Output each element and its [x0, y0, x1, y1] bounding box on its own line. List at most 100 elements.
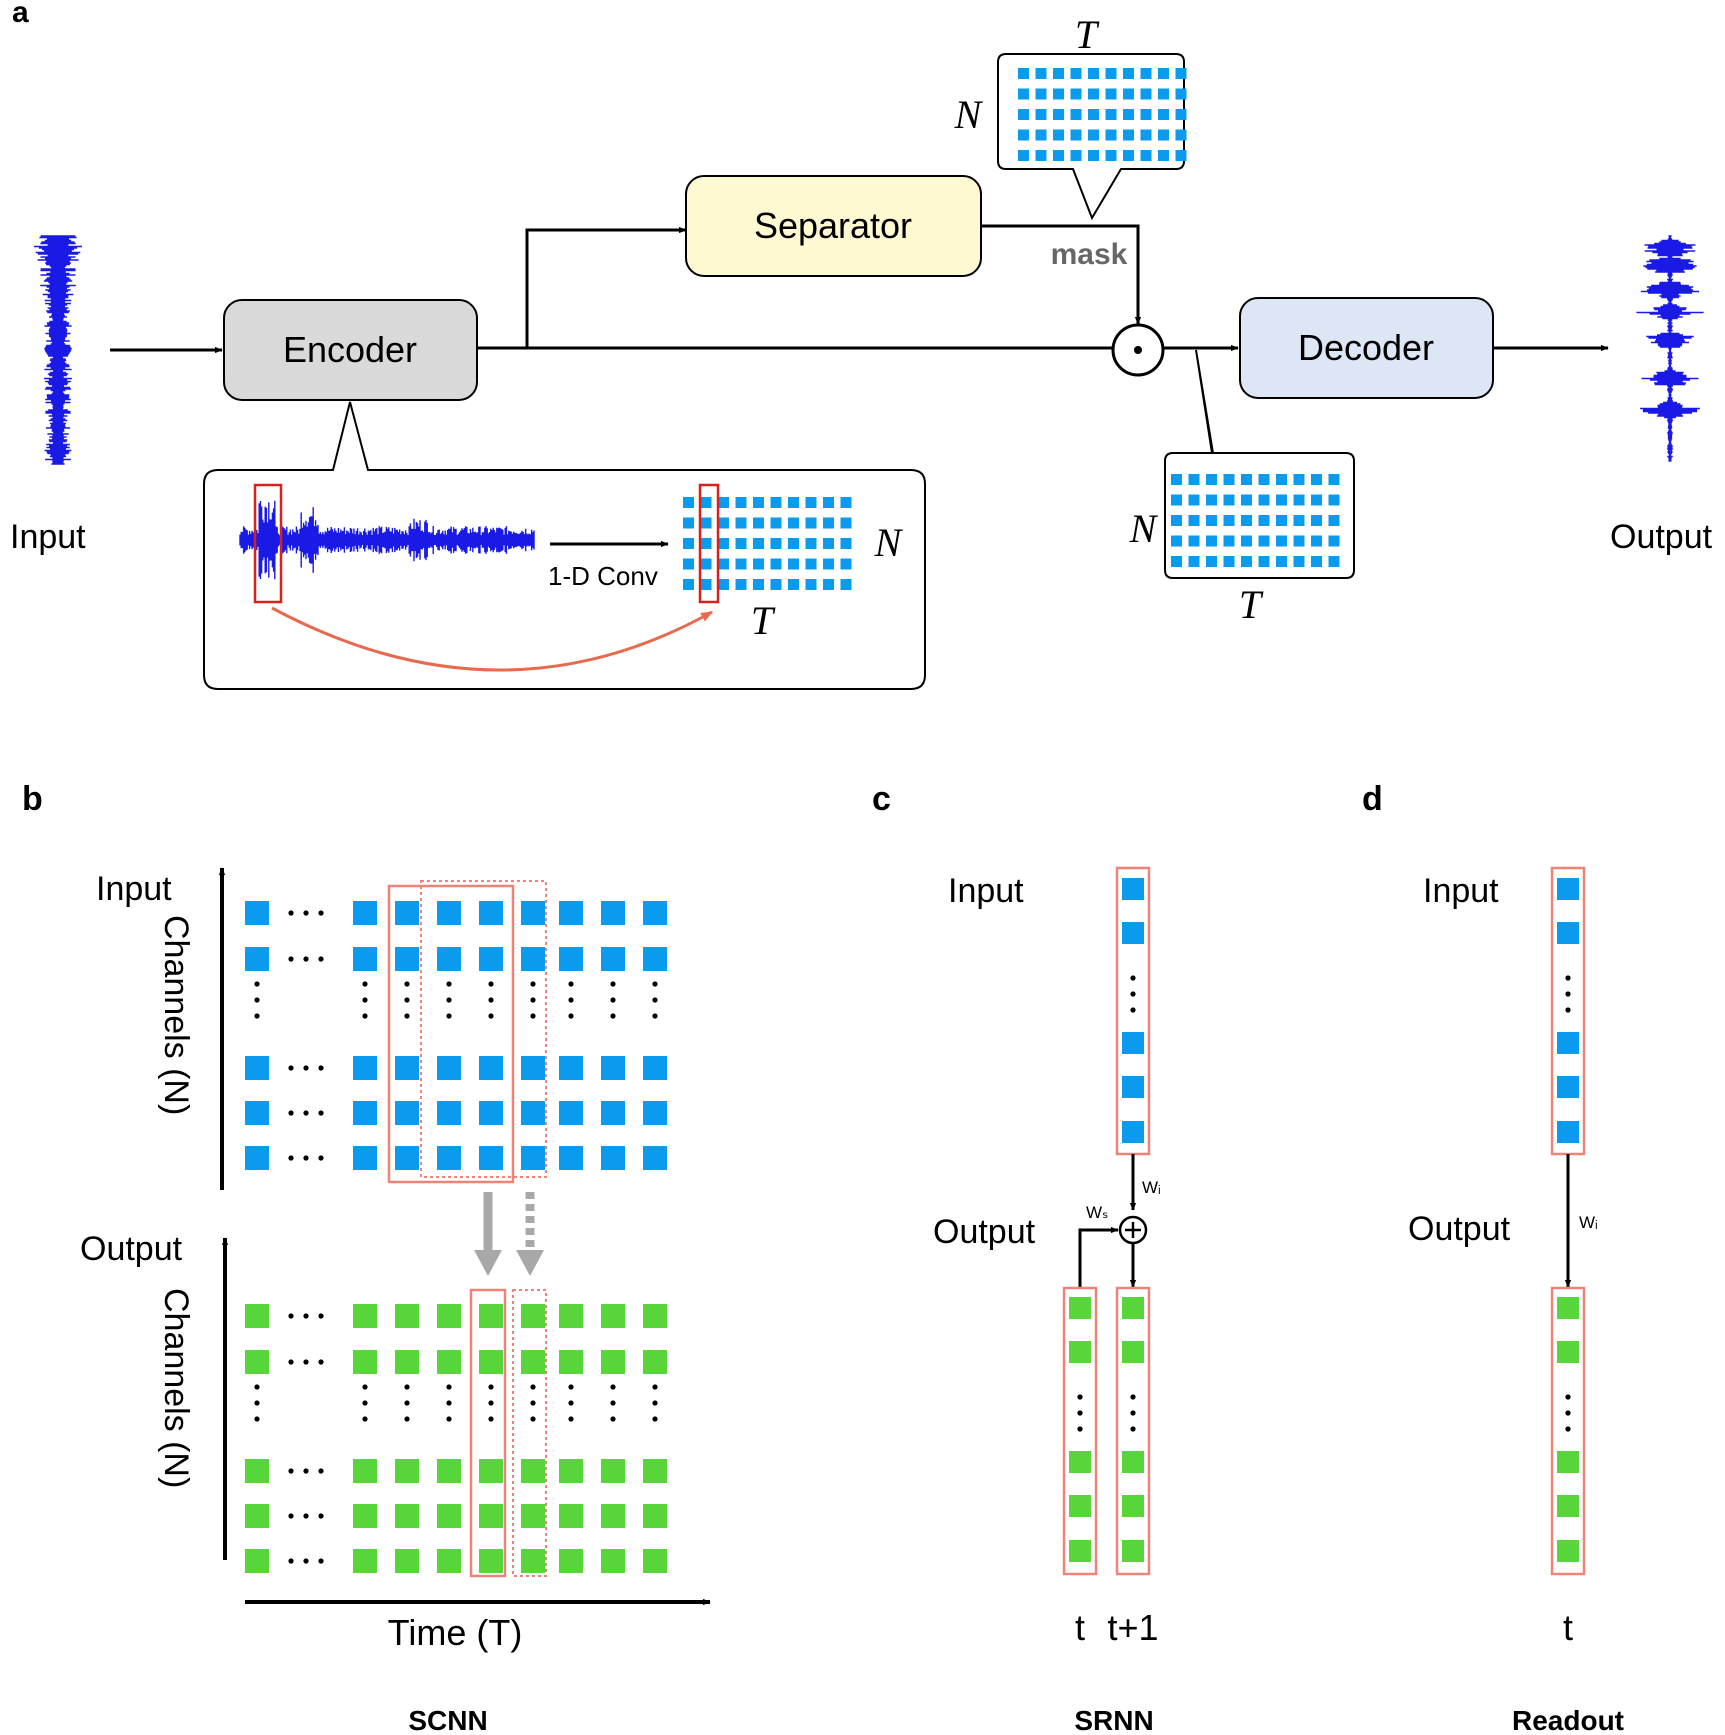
b-input-block — [479, 1101, 503, 1125]
encoder-feature-block — [840, 579, 852, 590]
encoder-feature-block — [753, 497, 764, 508]
d-input-label: Input — [1423, 872, 1499, 910]
mask-block — [1018, 88, 1029, 100]
encoder-feature-block — [823, 497, 834, 508]
masked-feature-block — [1223, 474, 1235, 485]
ellipsis-dot — [404, 997, 410, 1003]
ellipsis-dot — [1565, 1426, 1571, 1432]
b-input-block — [437, 1101, 461, 1125]
masked-feature-block — [1223, 556, 1235, 567]
mask-block — [1140, 129, 1152, 141]
masked-feature-block — [1241, 556, 1252, 567]
b-caption: SCNN — [408, 1705, 487, 1735]
encoder-window-box — [253, 483, 283, 604]
encoder-feature-block — [683, 579, 694, 590]
c-output-block — [1122, 1495, 1144, 1517]
d-input-column — [1557, 878, 1579, 1143]
b-output-column-solid — [469, 1288, 507, 1578]
b-output-block — [245, 1504, 269, 1528]
encoder-feature-block — [788, 558, 799, 570]
ellipsis-dot — [652, 1400, 658, 1406]
mask-block — [1123, 129, 1134, 141]
masked-feature-block — [1188, 515, 1200, 526]
d-input-block — [1557, 878, 1579, 900]
b-input-block — [479, 947, 503, 971]
b-input-block — [521, 1101, 545, 1125]
multiply-dot — [1134, 346, 1142, 354]
ellipsis-dot — [1565, 991, 1571, 997]
masked-feature-block — [1258, 515, 1270, 526]
ellipsis-dot — [610, 1384, 616, 1390]
b-input-block — [245, 901, 269, 925]
masked-feature-block — [1241, 494, 1252, 506]
ellipsis-dot — [303, 910, 309, 916]
masked-feature-block — [1171, 535, 1182, 547]
b-input-block — [559, 1146, 583, 1170]
panel-d-label: d — [1362, 780, 1383, 818]
d-caption: Readout — [1512, 1705, 1624, 1735]
d-time-t: t — [1563, 1607, 1573, 1648]
encoder-feature-block — [788, 497, 799, 508]
b-input-block — [601, 1146, 625, 1170]
encoder-feature-block — [753, 558, 764, 570]
b-input-block — [559, 947, 583, 971]
masked-feature-block — [1258, 556, 1270, 567]
ellipsis-dot — [404, 981, 410, 987]
masked-feature-block — [1206, 515, 1217, 526]
c-ws-label: Wₛ — [1086, 1203, 1108, 1222]
encoder-feature-block — [788, 538, 799, 549]
c-output-block — [1069, 1451, 1091, 1473]
ellipsis-dot — [254, 997, 260, 1003]
b-input-block — [395, 1101, 419, 1125]
d-input-block — [1557, 1032, 1579, 1054]
waveform-trace — [239, 500, 535, 580]
mask-block — [1088, 129, 1099, 141]
d-output-label: Output — [1408, 1210, 1511, 1248]
mask-block — [1053, 150, 1064, 161]
ellipsis-dot — [318, 910, 324, 916]
mask-dim-N: N — [954, 92, 984, 137]
mask-label: mask — [1051, 238, 1128, 271]
mask-block — [1175, 109, 1187, 120]
ellipsis-dot — [404, 1400, 410, 1406]
b-output-block — [437, 1304, 461, 1328]
separator-label: Separator — [754, 205, 912, 246]
ellipsis-dot — [1565, 1007, 1571, 1013]
ellipsis-dot — [254, 1400, 260, 1406]
encoder-feature-block — [823, 579, 834, 590]
b-output-label: Output — [80, 1230, 183, 1268]
mask-block — [1035, 129, 1047, 141]
b-input-block — [395, 1146, 419, 1170]
mask-block — [1158, 129, 1169, 141]
masked-feature-block — [1171, 494, 1182, 506]
c-output-column-t1-box — [1115, 1286, 1151, 1576]
c-input-label: Input — [948, 872, 1024, 910]
masked-feature-block — [1223, 494, 1235, 506]
ellipsis-dot — [303, 1313, 309, 1319]
mask-block — [1175, 150, 1187, 161]
c-input-block — [1122, 1121, 1144, 1143]
b-input-label: Input — [96, 870, 172, 908]
encoder-feature-block — [805, 517, 817, 529]
c-input-block — [1122, 878, 1144, 900]
b-output-block — [643, 1350, 667, 1374]
b-output-block — [559, 1304, 583, 1328]
c-input-block — [1122, 1076, 1144, 1098]
b-output-block — [601, 1459, 625, 1483]
encoder-feature-block — [840, 538, 852, 549]
b-input-block — [601, 1101, 625, 1125]
b-output-block — [479, 1459, 503, 1483]
b-kernel-window-solid — [387, 884, 515, 1184]
ellipsis-dot — [610, 1400, 616, 1406]
masked-feature-block — [1206, 494, 1217, 506]
c-input-block — [1122, 922, 1144, 944]
b-output-block — [245, 1350, 269, 1374]
ellipsis-dot — [288, 1065, 294, 1071]
ellipsis-dot — [303, 956, 309, 962]
ellipsis-dot — [610, 1416, 616, 1422]
b-output-block — [643, 1504, 667, 1528]
b-input-block — [353, 947, 377, 971]
input-waveform — [34, 235, 82, 465]
d-output-block — [1557, 1540, 1579, 1562]
b-input-block — [643, 1056, 667, 1080]
